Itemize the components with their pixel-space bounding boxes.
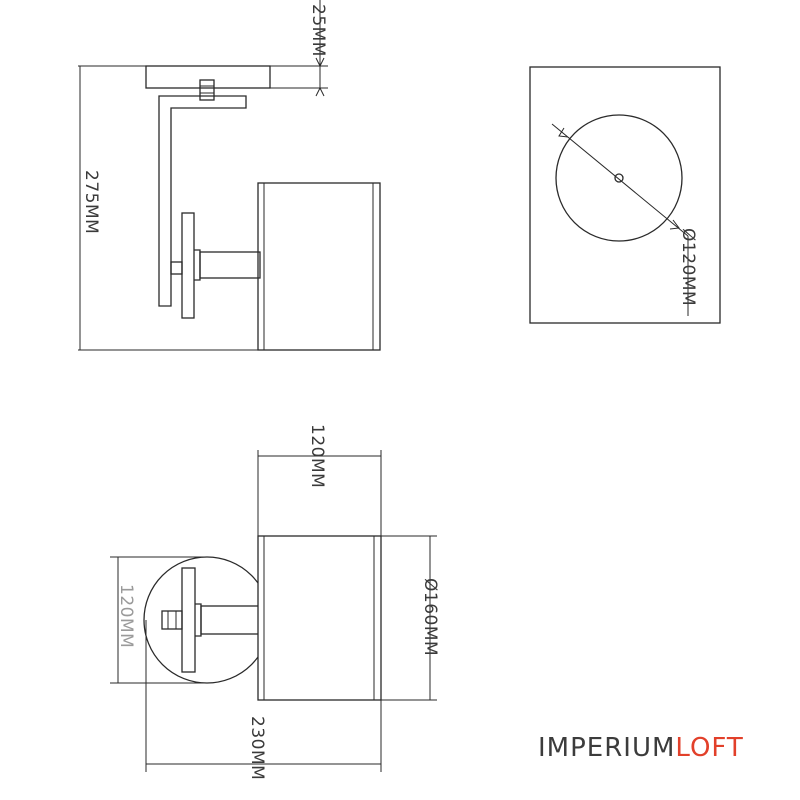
front-frame: [529, 66, 721, 324]
ceiling-plate: [145, 65, 271, 89]
dim-body-length-label: 120MM: [307, 424, 327, 488]
dim-top-plate-label: 25MM: [308, 4, 328, 57]
arm-top: [200, 605, 260, 635]
dim-base-diameter-label: 120MM: [116, 584, 136, 648]
base-disc: [143, 556, 271, 684]
brand-part2: LOFT: [675, 733, 744, 763]
brand-logo: IMPERIUMLOFT: [538, 733, 744, 763]
lamp-body-top: [257, 535, 382, 701]
front-view: Ø120MM: [529, 66, 721, 324]
dim-front-diameter-label: Ø120MM: [678, 228, 698, 306]
lamp-body: [257, 182, 381, 351]
knob: [161, 610, 183, 630]
front-center: [614, 173, 624, 183]
dim-body-diameter-label: Ø160MM: [420, 578, 440, 656]
front-disc: [555, 114, 683, 242]
dim-total-height-label: 275MM: [81, 170, 101, 234]
top-view: 120MM 120MM Ø160MM 230MM: [110, 424, 440, 780]
arm-stem: [194, 249, 201, 281]
fixing-plate-top: [181, 567, 196, 673]
dim-total-length-label: 230MM: [247, 716, 267, 780]
brand-part1: IMPERIUM: [538, 733, 676, 763]
mount-screw: [199, 79, 215, 101]
side-view: 25MM 275MM: [78, 0, 381, 351]
l-bracket: [158, 95, 247, 307]
clamp: [170, 261, 183, 275]
fixing-plate: [181, 212, 195, 319]
